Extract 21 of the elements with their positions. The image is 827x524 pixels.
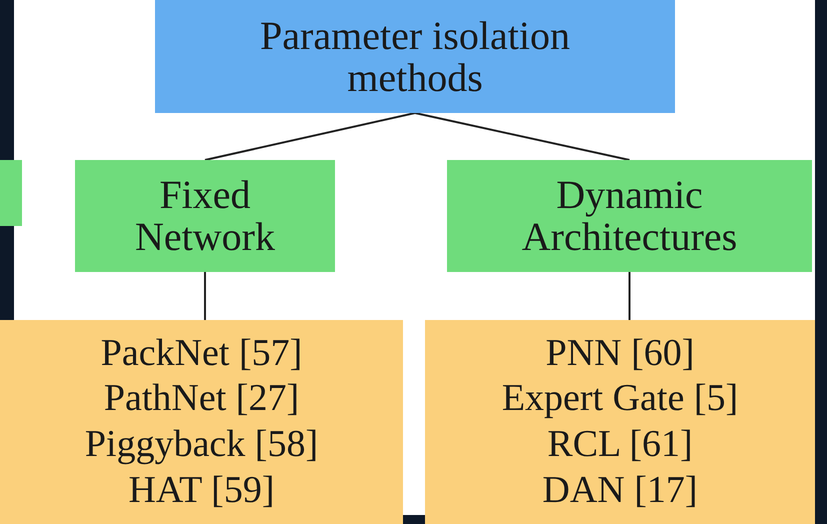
method-reference: RCL [61] [547,422,693,467]
method-reference: Piggyback [58] [84,422,318,467]
connector-line [414,112,630,161]
category-box [155,0,675,113]
method-reference: DAN [17] [542,468,698,513]
category-label: Fixed Network [134,174,276,258]
category-label: Parameter isolation methods [259,14,571,98]
method-reference: PNN [60] [546,330,694,376]
method-reference: Expert Gate [5] [502,376,738,422]
category-box [0,160,22,226]
connector-line [204,112,416,161]
method-reference: PathNet [27] [104,376,300,422]
method-reference: PackNet [57] [100,330,302,376]
category-label: Dynamic Architectures [520,174,738,258]
category-box [447,160,812,272]
connector-line [628,272,630,320]
connector-line [204,272,206,320]
method-list-box [0,320,403,524]
method-reference: HAT [59] [128,468,274,513]
method-list-box [425,320,815,524]
category-box [75,160,335,272]
